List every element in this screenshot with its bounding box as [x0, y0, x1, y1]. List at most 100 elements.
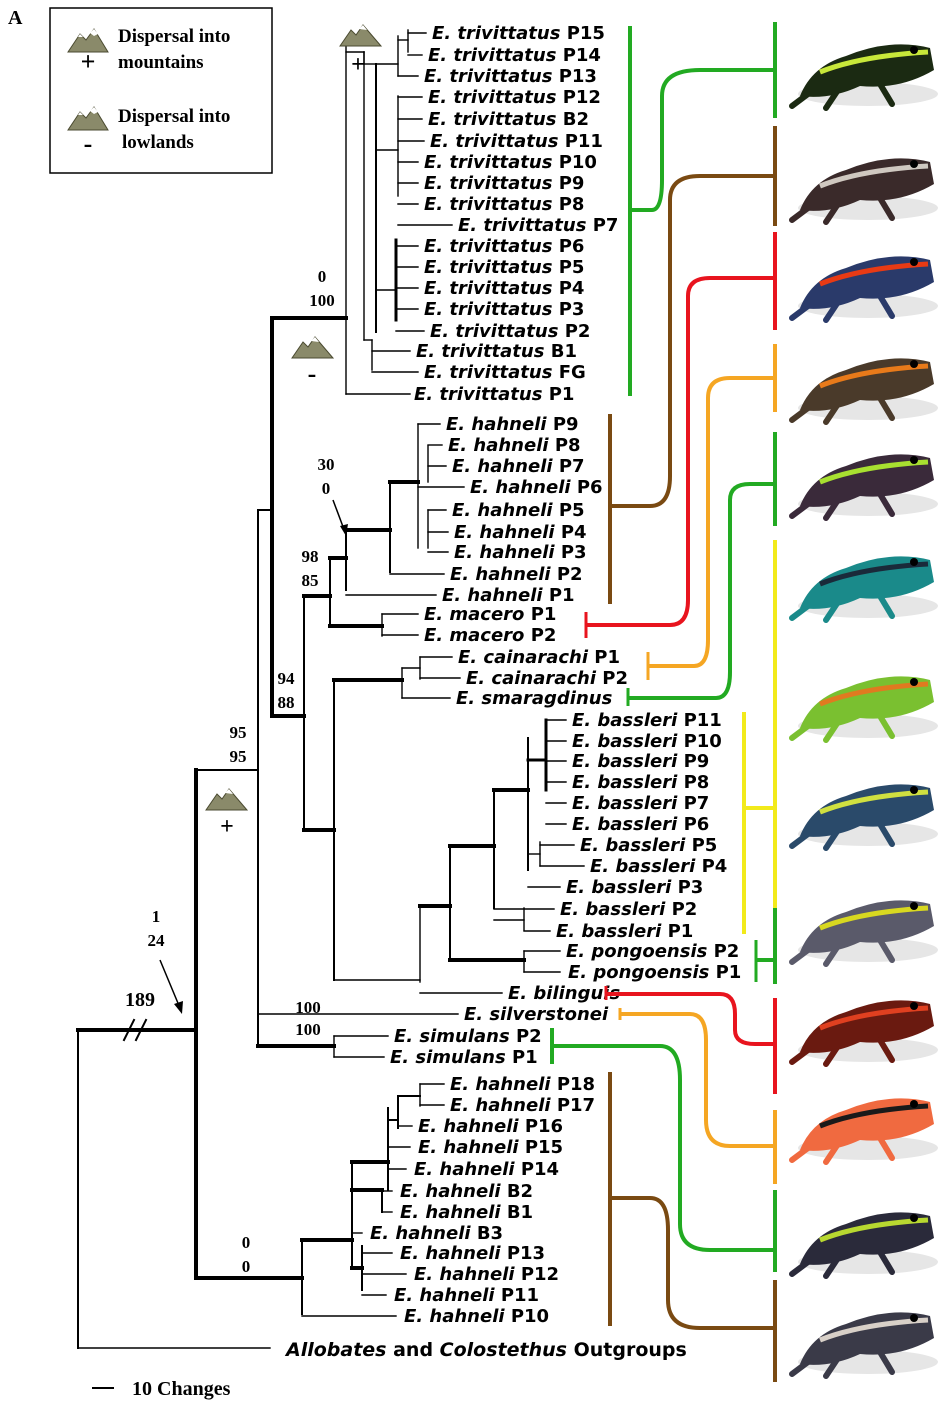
taxon-label: E. trivittatus P15 [432, 23, 605, 44]
taxon-genus: E. bassleri [580, 835, 686, 856]
support-bottom: 100 [295, 1020, 321, 1039]
taxon-population: P2 [524, 625, 556, 646]
taxon-genus: E. trivittatus [424, 236, 553, 257]
frog-body [800, 676, 934, 729]
taxon-population: P14 [515, 1159, 560, 1180]
frog-photo [789, 784, 938, 851]
taxon-label: E. trivittatus B1 [416, 341, 577, 362]
frog-eye [910, 558, 918, 566]
taxon-label: E. silverstonei [464, 1004, 609, 1025]
root-branch-label: 189 [125, 989, 155, 1011]
taxon-population: P6 [552, 236, 584, 257]
taxon-population: P12 [556, 87, 601, 108]
taxon-population: P11 [677, 710, 722, 731]
taxon-label: E. hahneli P13 [400, 1243, 545, 1264]
taxon-label: E. pongoensis P1 [568, 962, 741, 983]
frog-body [800, 158, 934, 211]
frog-photo [789, 1212, 938, 1279]
legend-box [49, 7, 273, 174]
taxon-population: P4 [552, 278, 584, 299]
frog-eye [910, 1214, 918, 1222]
frog-photo [789, 1000, 938, 1067]
taxon-genus: E. hahneli [400, 1243, 501, 1264]
taxon-population: P7 [586, 215, 618, 236]
taxon-population: P13 [552, 66, 597, 87]
taxon-genus: E. hahneli [394, 1285, 495, 1306]
taxon-genus: E. hahneli [414, 1264, 515, 1285]
taxon-genus: E. bassleri [572, 772, 678, 793]
taxon-population: P13 [501, 1243, 546, 1264]
taxon-population: P4 [695, 856, 727, 877]
frog-eye [910, 678, 918, 686]
support-values: 0 100 30 0 98 85 94 88 95 95 1 24 100 10… [148, 267, 335, 1276]
taxon-population: B1 [544, 341, 577, 362]
taxon-genus: E. hahneli [470, 477, 571, 498]
support-top: 0 [242, 1233, 251, 1252]
frog-photo [789, 158, 938, 225]
color-bracket [660, 376, 775, 668]
taxon-genus: E. hahneli [450, 564, 551, 585]
taxon-label: E. bassleri P1 [556, 921, 693, 942]
frog-legs [789, 713, 895, 743]
taxon-label: E. hahneli P18 [450, 1074, 595, 1095]
frog-legs [789, 1135, 895, 1165]
mountain-icon [67, 28, 109, 53]
taxon-genus: E. hahneli [400, 1202, 501, 1223]
mountain-icon [291, 336, 335, 359]
taxon-label: E. trivittatus B2 [428, 109, 589, 130]
taxon-genus: E. cainarachi [458, 647, 589, 668]
tree-branches [76, 29, 585, 1349]
support-bottom: 88 [278, 693, 295, 712]
taxon-label: E. bassleri P7 [572, 793, 709, 814]
taxon-label: E. trivittatus P3 [424, 299, 584, 320]
support-top: 98 [302, 547, 319, 566]
color-bracket [660, 1012, 775, 1148]
taxon-genus: E. trivittatus [424, 278, 553, 299]
taxon-genus: E. bassleri [572, 710, 678, 731]
frog-legs [789, 593, 895, 623]
taxon-population: FG [552, 362, 585, 383]
frog-legs [789, 293, 895, 323]
frog-legs [789, 395, 895, 425]
color-bracket [700, 992, 775, 1046]
legend-mountains-line1: Dispersal into [118, 26, 230, 47]
taxon-label: E. hahneli P12 [414, 1264, 559, 1285]
frog-eye [910, 456, 918, 464]
taxon-label: E. hahneli B2 [400, 1181, 533, 1202]
taxon-population: P10 [677, 731, 722, 752]
taxon-population: P9 [677, 751, 709, 772]
taxon-label: E. hahneli P5 [452, 500, 585, 521]
mountain-icon [339, 24, 383, 47]
taxon-genus: E. hahneli [454, 542, 555, 563]
taxon-genus: E. trivittatus [424, 173, 553, 194]
taxon-population: P1 [542, 384, 574, 405]
outgroup-and: and [386, 1339, 439, 1361]
frog-legs [789, 937, 895, 967]
taxon-population: P15 [519, 1137, 564, 1158]
taxon-population: P2 [551, 564, 583, 585]
color-brackets [550, 22, 777, 1382]
taxon-label: E. trivittatus P2 [430, 321, 590, 342]
taxon-label: E. bassleri P8 [572, 772, 709, 793]
taxon-population: P8 [677, 772, 709, 793]
minus-symbol: - [308, 359, 317, 388]
plus-symbol: + [351, 52, 365, 78]
frog-photos [789, 44, 938, 1379]
taxon-label: E. hahneli P1 [442, 585, 575, 606]
taxon-label: E. macero P1 [424, 604, 556, 625]
taxon-genus: E. trivittatus [416, 341, 545, 362]
support-top: 95 [230, 723, 247, 742]
taxon-label: E. cainarachi P1 [458, 647, 620, 668]
taxon-label: E. trivittatus P14 [428, 45, 601, 66]
mountain-icon [67, 106, 109, 131]
taxon-label: E. hahneli P17 [450, 1095, 595, 1116]
taxon-label: E. bassleri P10 [572, 731, 722, 752]
taxon-label: E. simulans P1 [390, 1047, 538, 1068]
taxon-population: P5 [685, 835, 717, 856]
frog-legs [789, 1349, 895, 1379]
taxon-label: E. bassleri P11 [572, 710, 722, 731]
frog-body [800, 784, 934, 837]
taxon-population: B2 [556, 109, 589, 130]
taxon-label: E. trivittatus P4 [424, 278, 584, 299]
